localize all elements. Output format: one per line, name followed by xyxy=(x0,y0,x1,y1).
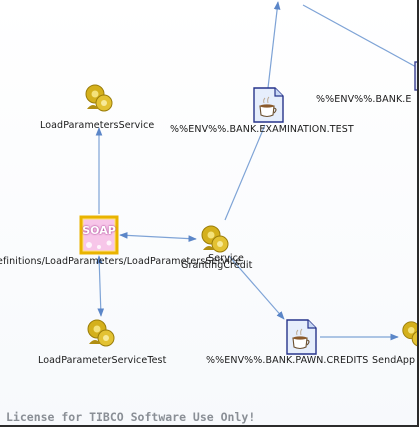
node-label: %%ENV%%.BANK.PAWN.CREDITS xyxy=(206,355,369,366)
edge-examination-to-top[interactable] xyxy=(267,1,281,89)
edge-granting-to-examination[interactable] xyxy=(224,124,266,221)
coffee-document-icon xyxy=(286,319,317,355)
edge-granting-to-pawn[interactable] xyxy=(228,255,285,320)
service-gear-icon xyxy=(201,225,229,253)
service-gear-icon xyxy=(87,319,115,347)
soap-box-icon xyxy=(79,215,119,255)
service-gear-icon xyxy=(85,84,113,112)
coffee-document-icon xyxy=(253,87,284,123)
license-footer: License for TIBCO Software Use Only! xyxy=(6,410,256,424)
edge-top-to-bank-e[interactable] xyxy=(302,4,419,69)
node-label: LoadParametersService xyxy=(40,120,155,131)
frame-border-bottom xyxy=(0,425,419,427)
node-label: %%ENV%%.BANK.E xyxy=(316,94,412,105)
soap-icon-text: SOAP xyxy=(82,224,116,237)
node-label: LoadParameterServiceTest xyxy=(38,355,167,366)
service-gear-icon xyxy=(402,321,419,347)
node-label: SendApp xyxy=(372,355,416,366)
edge-soap-granting[interactable] xyxy=(119,232,197,242)
overlapping-label-fragment: .Service xyxy=(205,253,244,264)
node-label: %%ENV%%.BANK.EXAMINATION.TEST xyxy=(170,124,354,135)
node-label: GrantingCredit xyxy=(181,260,253,271)
edge-soap-to-load-test[interactable] xyxy=(95,255,105,317)
node-label: efinitions/LoadParameters/LoadParameters… xyxy=(0,256,242,267)
frame-border-right xyxy=(417,0,419,427)
